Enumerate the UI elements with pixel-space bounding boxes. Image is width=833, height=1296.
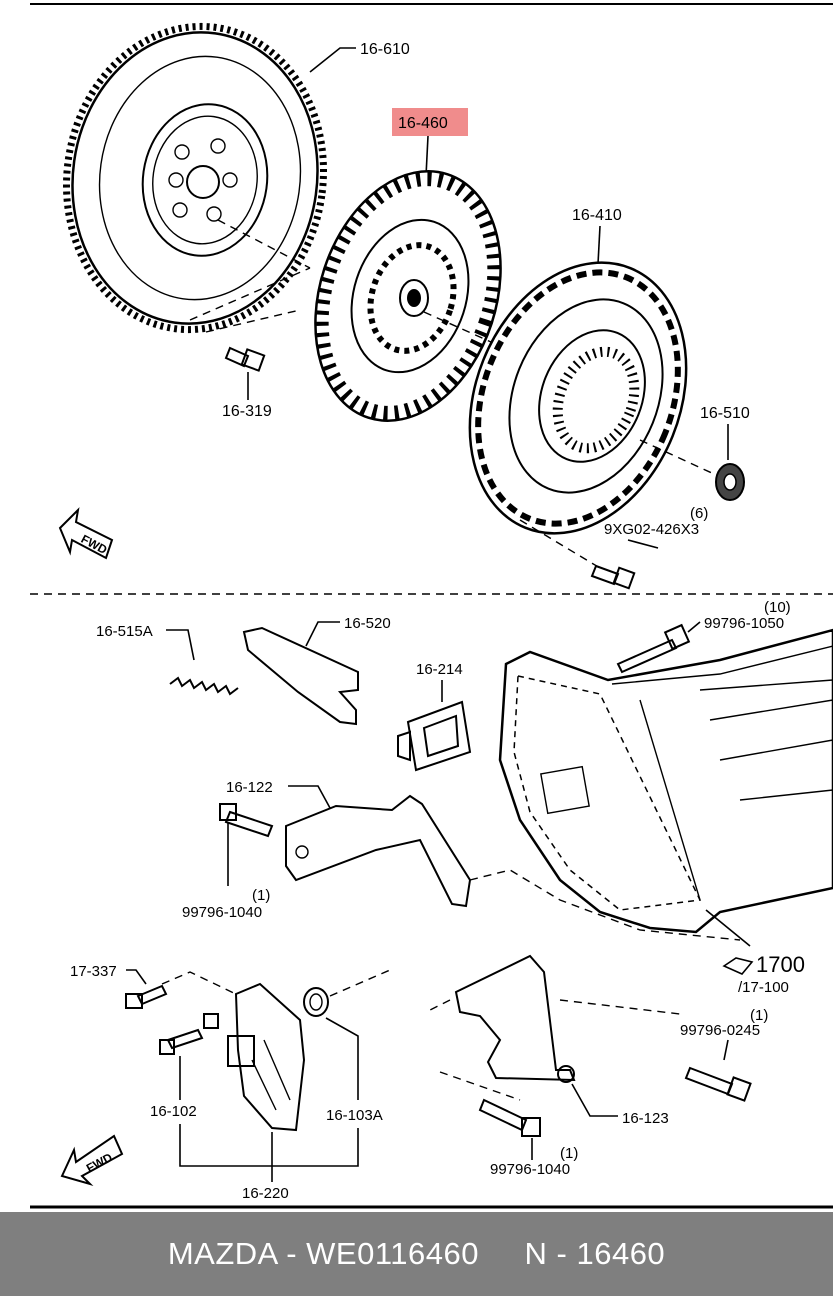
bolt-17-337-drawing — [125, 984, 168, 1009]
bell-bolt-drawing — [616, 623, 691, 674]
label-16-220: 16-220 — [242, 1185, 289, 1202]
part-footer-bar: MAZDA - WE0116460 N - 16460 — [0, 1212, 833, 1296]
fwd-arrow-lower: FWD — [60, 1134, 124, 1187]
label-1700: 1700 — [756, 952, 805, 977]
leader-16-460 — [425, 135, 429, 177]
label-99796-1040-upper: 99796-1040 — [182, 904, 262, 921]
leader-1700 — [705, 909, 751, 947]
release-bearing-drawing — [715, 463, 745, 501]
leader-16-410 — [597, 225, 601, 265]
guide-line — [329, 969, 391, 997]
cover-bolt-drawing — [590, 564, 636, 590]
spring-drawing — [169, 676, 239, 696]
label-16-123: 16-123 — [622, 1110, 669, 1127]
leader-16-123 — [571, 1083, 618, 1117]
label-99796-0245: 99796-0245 — [680, 1022, 760, 1039]
leader-16-520 — [305, 621, 340, 647]
clutch-cover-drawing — [468, 261, 688, 535]
label-99796-1050: 99796-1050 — [704, 615, 784, 632]
label-cover-bolt-qty: (6) — [690, 505, 708, 522]
bottom-bolt-drawing — [478, 1098, 541, 1137]
guide-line — [429, 999, 681, 1101]
guide-line — [519, 519, 601, 569]
clutch-disc-drawing — [314, 170, 502, 422]
label-16-319: 16-319 — [222, 403, 272, 420]
label-bell-bolt-qty: (10) — [764, 599, 791, 616]
parts-diagram: 16-610 16-319 16-460 16-410 16-510 (6) 9… — [30, 3, 833, 1209]
bracket-bolt-drawing — [219, 803, 274, 838]
guide-line — [469, 869, 741, 941]
label-16-520: 16-520 — [344, 615, 391, 632]
slave-bolt-drawing — [159, 1028, 204, 1055]
pointer-hand-icon — [722, 957, 754, 975]
highlight-box — [392, 108, 468, 136]
guide-line — [161, 971, 241, 997]
leader-16-122 — [288, 785, 331, 809]
label-lower-bolt-qty: (1) — [750, 1007, 768, 1024]
release-fork-drawing — [242, 626, 359, 726]
footer-part-text: MAZDA - WE0116460 N - 16460 — [167, 1236, 666, 1271]
label-16-410: 16-410 — [572, 207, 622, 224]
guide-line — [189, 267, 311, 333]
label-17-337: 17-337 — [70, 963, 117, 980]
lower-bracket-drawing — [454, 954, 576, 1083]
flywheel-bolt-drawing — [224, 346, 266, 372]
label-99796-1040-lower: 99796-1040 — [490, 1161, 570, 1178]
leader-lower-bolt — [723, 1039, 729, 1061]
label-16-102: 16-102 — [150, 1103, 197, 1120]
label-bottom-bolt-qty: (1) — [560, 1145, 578, 1162]
label-16-515a: 16-515A — [96, 623, 153, 640]
label-9xg02-426x3: 9XG02-426X3 — [604, 521, 699, 538]
leader-16-515a — [166, 629, 195, 661]
guide-line — [217, 219, 311, 269]
label-bracket-bolt-qty: (1) — [252, 887, 270, 904]
leader-bell-bolt — [687, 621, 701, 633]
label-17-100: /17-100 — [738, 979, 789, 996]
slave-cylinder-drawing — [203, 982, 306, 1132]
boot-drawing — [397, 700, 472, 772]
label-16-460: 16-460 — [398, 115, 448, 132]
transmission-drawing — [498, 628, 833, 934]
leader-17-337 — [126, 969, 147, 985]
label-16-103a: 16-103A — [326, 1107, 383, 1124]
bracket-line-16-220 — [179, 1124, 359, 1167]
leader-16-610 — [309, 47, 356, 73]
label-16-610: 16-610 — [360, 41, 410, 58]
leader-cover-bolt — [627, 539, 659, 549]
label-16-214: 16-214 — [416, 661, 463, 678]
seal-drawing — [303, 987, 329, 1017]
flywheel-drawing — [62, 22, 328, 334]
bracket-drawing — [285, 794, 472, 908]
label-16-122: 16-122 — [226, 779, 273, 796]
label-16-510: 16-510 — [700, 405, 750, 422]
leader-16-103a — [325, 1017, 359, 1100]
fwd-arrow-upper: FWD — [58, 507, 114, 560]
lower-bolt-drawing — [684, 1066, 752, 1102]
